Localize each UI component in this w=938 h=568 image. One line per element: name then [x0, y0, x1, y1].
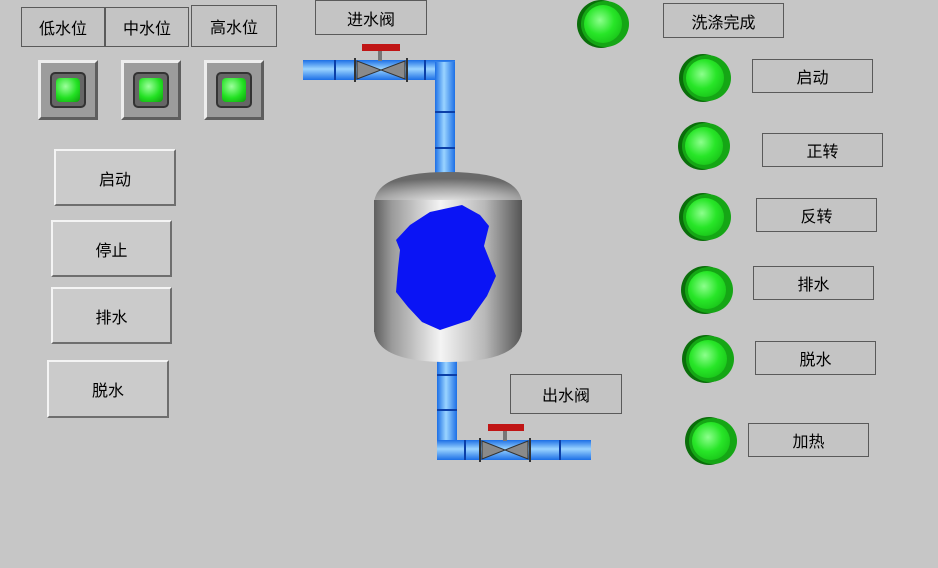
mid-level-label: 中水位 — [105, 7, 189, 47]
high-level-label: 高水位 — [191, 5, 277, 47]
reverse-status-label: 反转 — [756, 198, 877, 232]
water-level — [396, 205, 496, 330]
start-status-label: 启动 — [752, 59, 873, 93]
dewater-status-label: 脱水 — [755, 341, 876, 375]
start-lamp — [679, 54, 731, 102]
inlet-valve[interactable] — [354, 44, 408, 82]
reverse-lamp — [679, 193, 731, 241]
green-lamp-icon — [692, 422, 730, 460]
green-lamp-icon — [56, 78, 80, 102]
wash-complete-lamp — [577, 0, 629, 48]
outlet-pipe — [437, 355, 591, 460]
high-level-indicator — [204, 60, 264, 120]
outlet-valve[interactable] — [479, 424, 531, 462]
green-lamp-icon — [686, 59, 724, 97]
start-button[interactable]: 启动 — [54, 149, 176, 206]
inlet-pipe — [303, 60, 455, 180]
gate-valve-icon — [354, 44, 408, 82]
outlet-valve-label: 出水阀 — [510, 374, 622, 414]
gate-valve-icon — [479, 424, 531, 462]
green-lamp-icon — [139, 78, 163, 102]
green-lamp-icon — [688, 271, 726, 309]
drain-button[interactable]: 排水 — [51, 287, 172, 344]
dewater-button[interactable]: 脱水 — [47, 360, 169, 418]
green-lamp-icon — [689, 340, 727, 378]
green-lamp-icon — [222, 78, 246, 102]
forward-status-label: 正转 — [762, 133, 883, 167]
drain-lamp — [681, 266, 733, 314]
green-lamp-icon — [584, 5, 622, 43]
drain-status-label: 排水 — [753, 266, 874, 300]
heat-status-label: 加热 — [748, 423, 869, 457]
heat-lamp — [685, 417, 737, 465]
water-tank-icon — [374, 172, 522, 362]
low-level-indicator — [38, 60, 98, 120]
inlet-valve-label: 进水阀 — [315, 0, 427, 35]
green-lamp-icon — [686, 198, 724, 236]
mid-level-indicator — [121, 60, 181, 120]
green-lamp-icon — [685, 127, 723, 165]
forward-lamp — [678, 122, 730, 170]
wash-complete-label: 洗涤完成 — [663, 3, 784, 38]
low-level-label: 低水位 — [21, 7, 105, 47]
dewater-lamp — [682, 335, 734, 383]
stop-button[interactable]: 停止 — [51, 220, 172, 277]
